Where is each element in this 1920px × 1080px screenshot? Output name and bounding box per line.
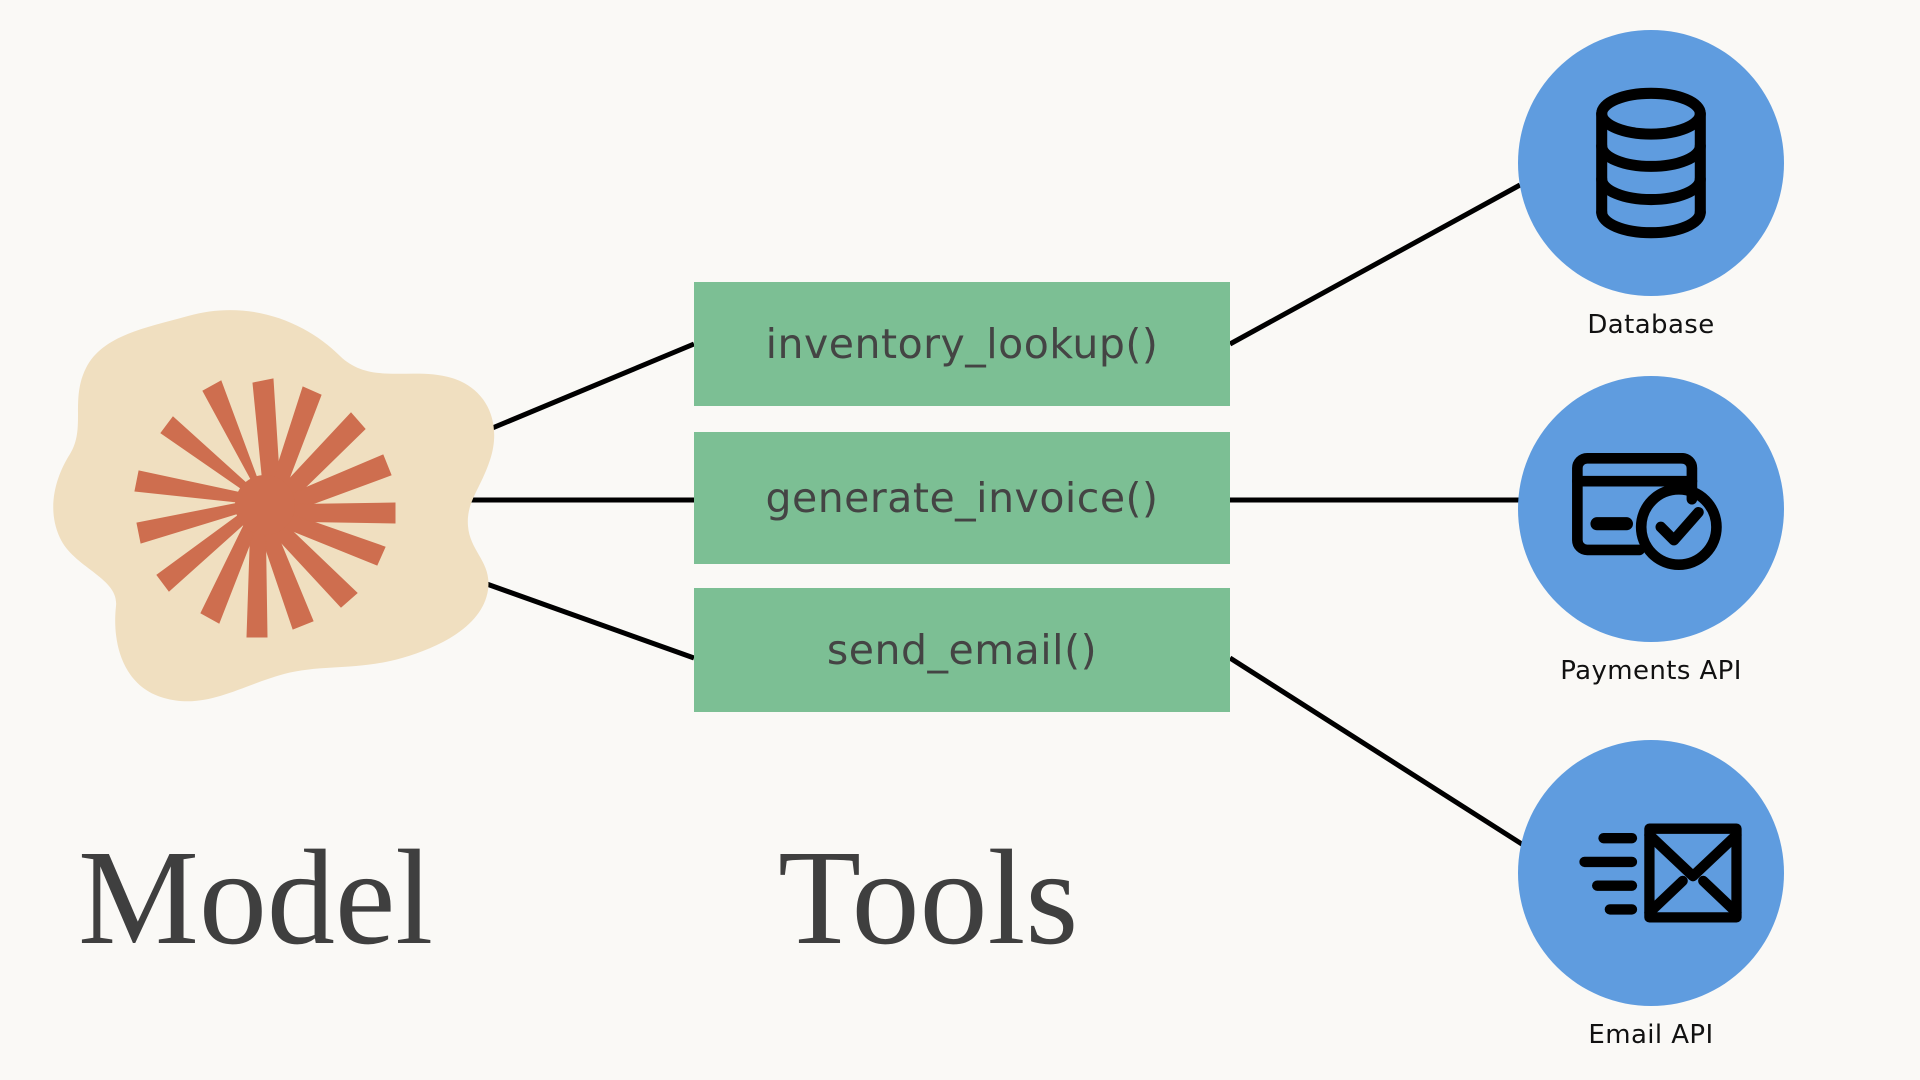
service-circle[interactable] — [1518, 30, 1784, 296]
connector-send-email-to-email-api — [1228, 655, 1530, 851]
connector-model-to-inventory-lookup — [477, 341, 695, 437]
service-circle[interactable] — [1518, 740, 1784, 1006]
caption-model: Model — [78, 823, 434, 973]
connector-model-to-send-email — [469, 575, 695, 661]
service-label: Email API — [1588, 1020, 1714, 1050]
tool-inventory-lookup[interactable]: inventory_lookup() — [694, 282, 1230, 406]
service-label: Payments API — [1560, 656, 1742, 686]
starburst-icon — [134, 378, 396, 638]
tool-label: generate_invoice() — [765, 473, 1159, 522]
service-label: Database — [1587, 310, 1715, 340]
tool-label: inventory_lookup() — [765, 319, 1159, 368]
service-circle[interactable] — [1518, 376, 1784, 642]
model-node[interactable] — [40, 290, 500, 710]
database-icon — [1596, 87, 1706, 239]
connector-inventory-lookup-to-database — [1228, 182, 1522, 347]
credit-card-check-icon — [1572, 452, 1722, 570]
tool-send-email[interactable]: send_email() — [694, 588, 1230, 712]
service-node-email-api[interactable]: Email API — [1518, 740, 1784, 1050]
service-node-database[interactable]: Database — [1518, 30, 1784, 340]
model-blob-shape — [53, 310, 495, 702]
tool-generate-invoice[interactable]: generate_invoice() — [694, 432, 1230, 564]
tool-label: send_email() — [826, 625, 1098, 674]
service-node-payments-api[interactable]: Payments API — [1518, 376, 1784, 686]
email-send-icon — [1579, 823, 1742, 923]
caption-tools: Tools — [778, 823, 1079, 973]
